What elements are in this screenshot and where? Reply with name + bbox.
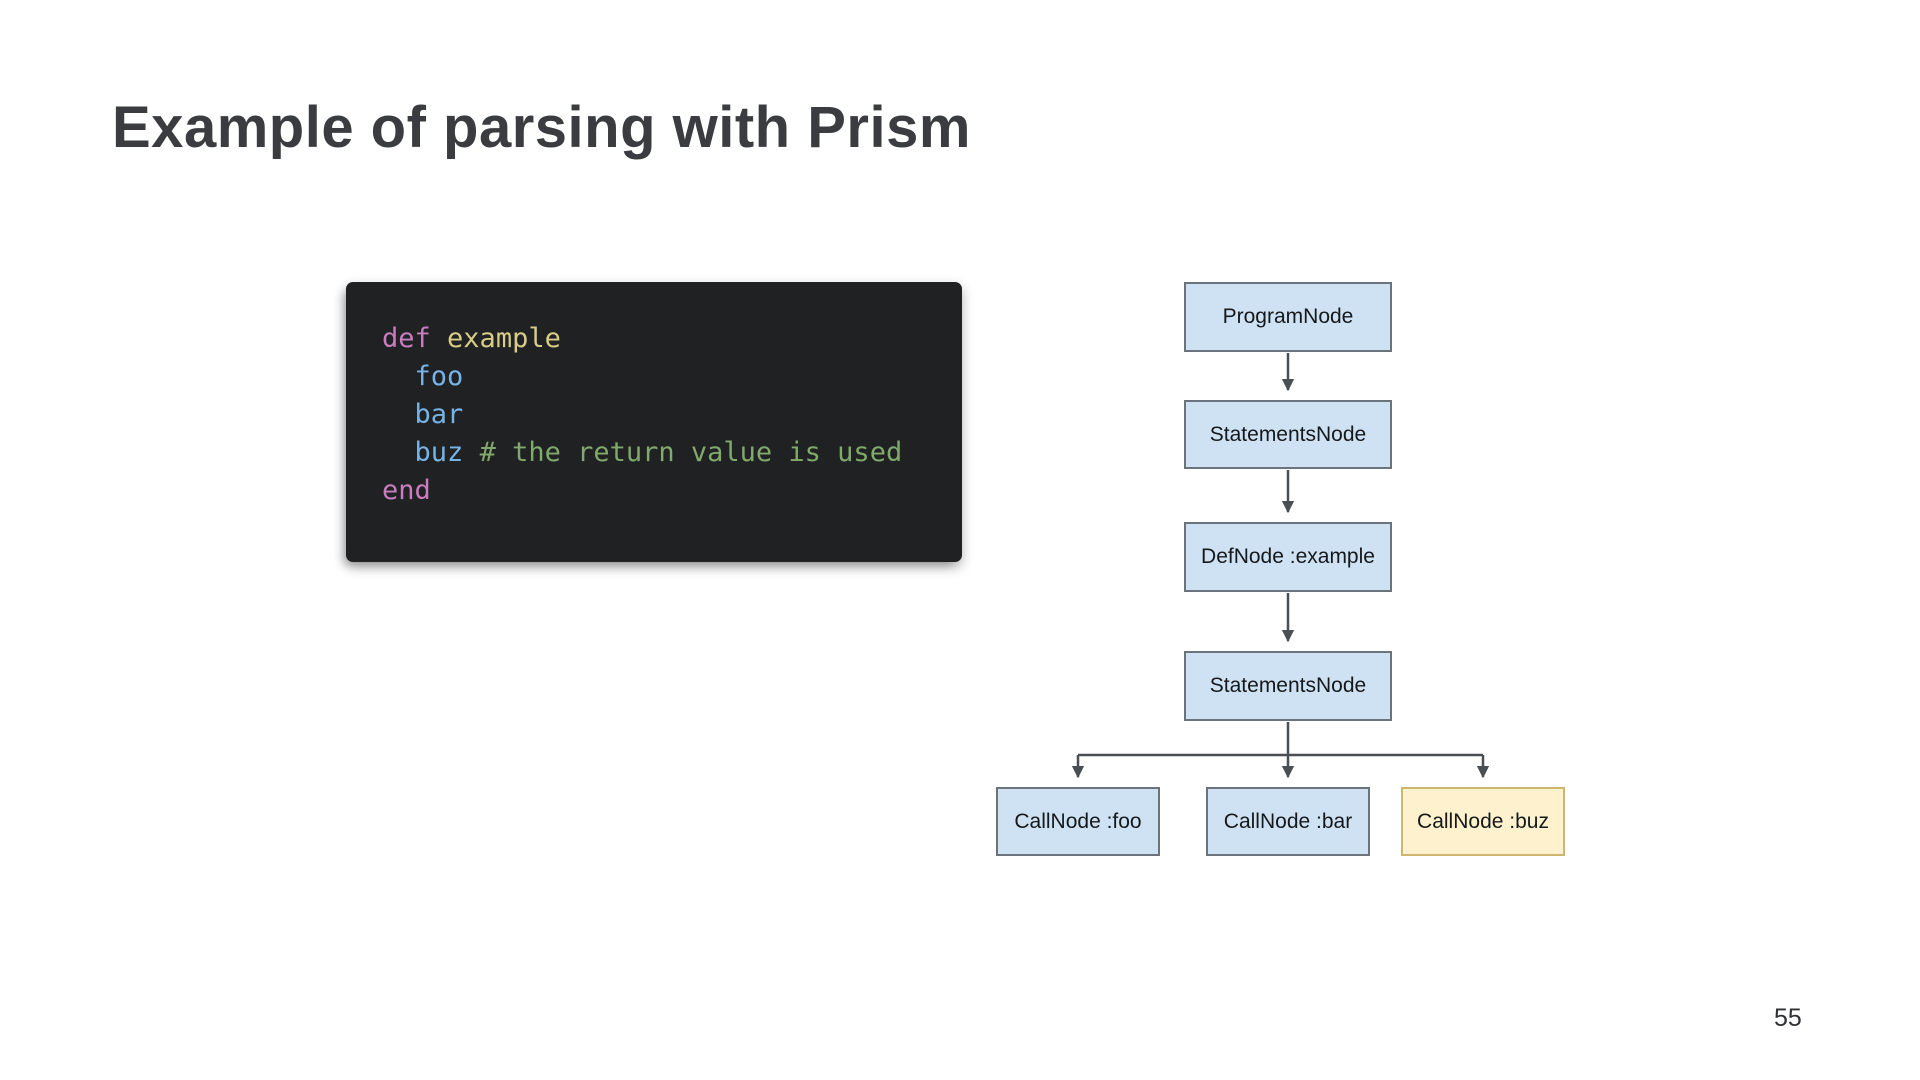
tree-node-call-foo: CallNode :foo <box>996 787 1160 856</box>
code-token-meth: example <box>447 323 561 354</box>
code-content: def example foo bar buz # the return val… <box>382 320 942 510</box>
code-block: def example foo bar buz # the return val… <box>346 282 962 562</box>
code-token-kw: end <box>382 475 431 506</box>
page-number: 55 <box>1774 1004 1802 1032</box>
code-token-pl <box>463 437 479 468</box>
code-token-pl <box>382 361 415 392</box>
page-title: Example of parsing with Prism <box>112 95 971 160</box>
code-token-pl <box>382 437 415 468</box>
code-token-pl <box>382 399 415 430</box>
tree-node-call-buz: CallNode :buz <box>1401 787 1565 856</box>
tree-node-def-example: DefNode :example <box>1184 522 1392 592</box>
tree-node-statements-outer: StatementsNode <box>1184 400 1392 469</box>
code-token-call: bar <box>414 399 464 430</box>
tree-node-statements-inner: StatementsNode <box>1184 651 1392 721</box>
code-line: bar <box>382 396 942 434</box>
code-line: foo <box>382 358 942 396</box>
code-line: def example <box>382 320 942 358</box>
code-token-kw: def <box>382 323 431 354</box>
code-line: end <box>382 472 942 510</box>
tree-node-call-bar: CallNode :bar <box>1206 787 1370 856</box>
code-token-call: buz <box>414 437 464 468</box>
tree-node-program: ProgramNode <box>1184 282 1392 352</box>
code-line: buz # the return value is used <box>382 434 942 472</box>
code-token-comment: # the return value is used <box>479 437 903 468</box>
code-token-pl <box>431 323 447 354</box>
code-token-call: foo <box>414 361 464 392</box>
